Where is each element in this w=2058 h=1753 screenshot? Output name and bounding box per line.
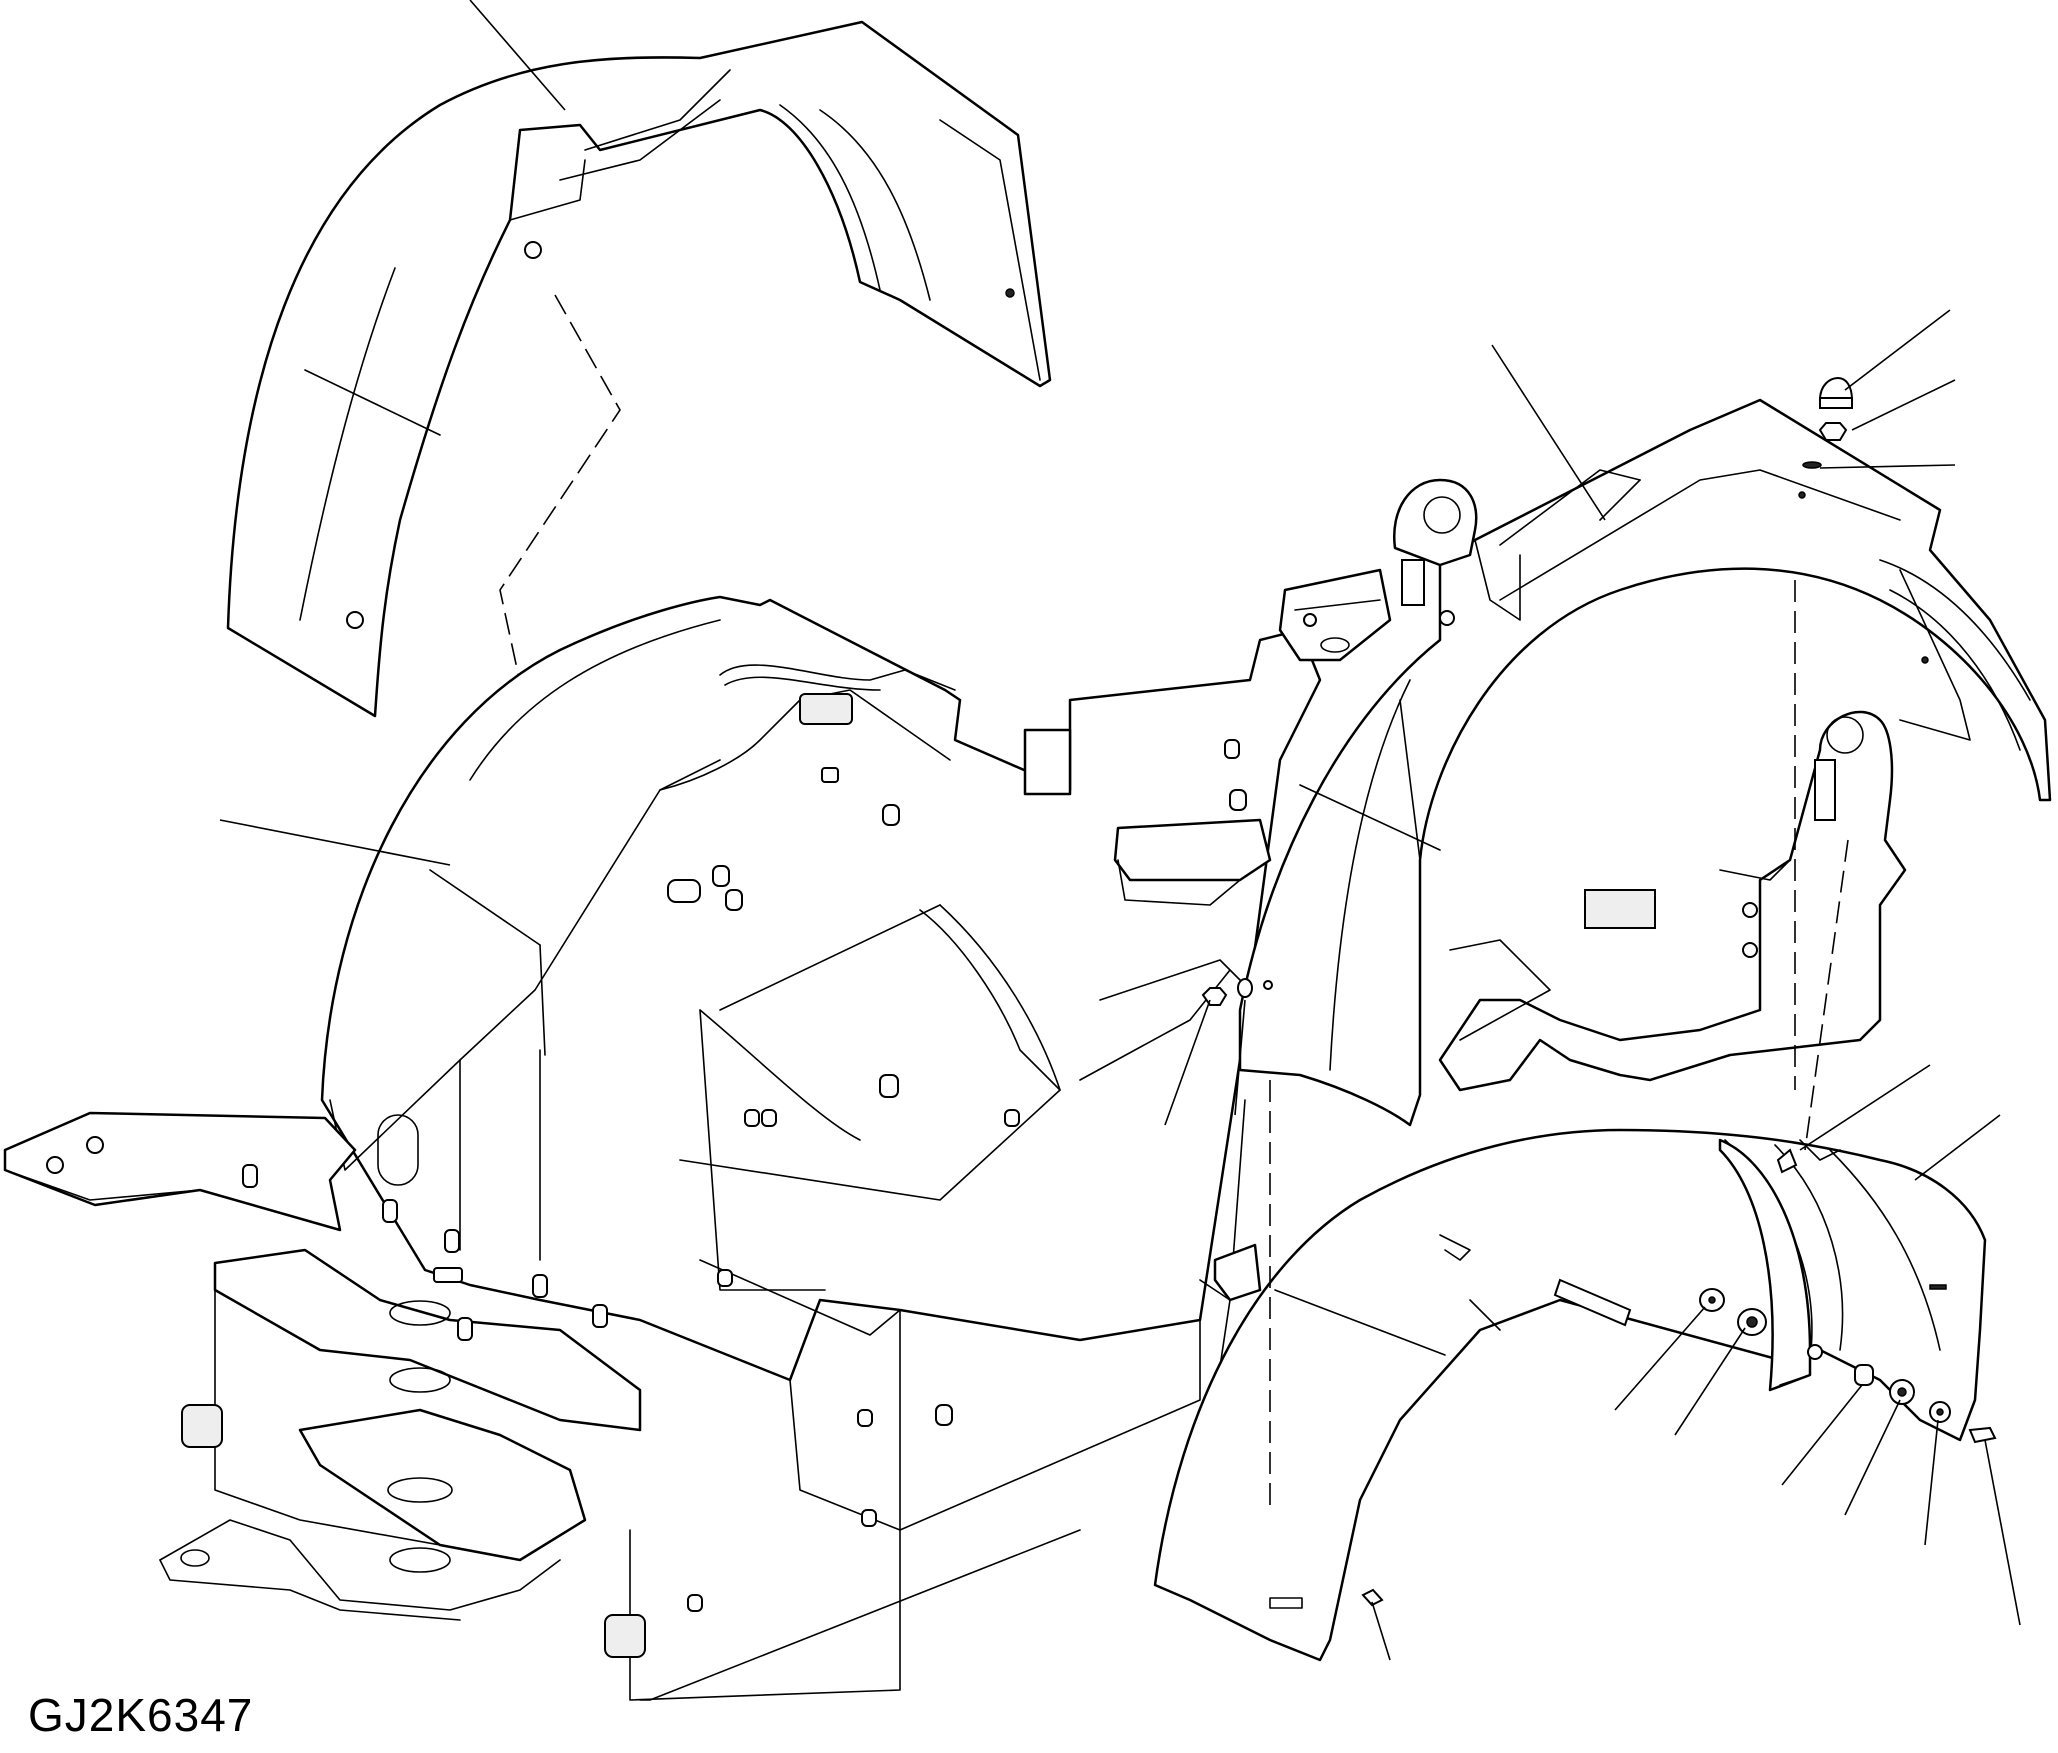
fastener-set-middle <box>1201 978 1273 1006</box>
bolt-icon <box>1439 610 1455 626</box>
right-frame-section <box>1278 568 1907 1092</box>
hole-icon <box>86 1136 104 1154</box>
right-fender-upper <box>1238 398 2052 1127</box>
fastener-set-lower <box>1361 1148 1997 1607</box>
bolt-icon <box>1968 1426 1997 1444</box>
cap-nut-base <box>1819 397 1853 409</box>
hole-icon <box>1005 288 1015 298</box>
mount-pad <box>799 693 853 725</box>
bracket-plate <box>1023 728 1072 796</box>
bolt-icon <box>1776 1148 1798 1174</box>
washer-icon <box>1237 978 1253 998</box>
lifting-eye <box>1392 478 1478 606</box>
drawing-code: GJ2K6347 <box>28 1689 254 1741</box>
lower-frame-side <box>1213 1243 1262 1302</box>
washer-icon <box>1263 980 1273 990</box>
nut-icon <box>1201 987 1228 1006</box>
leader-lines <box>219 0 2021 1661</box>
alignment-line <box>1804 839 1849 1151</box>
nut-icon <box>1818 422 1848 441</box>
main-frame <box>3 595 1322 1701</box>
hole-icon <box>46 1156 64 1174</box>
mount-pad <box>1584 889 1656 929</box>
bolt-icon <box>346 611 364 629</box>
bolt-icon <box>1361 1588 1384 1607</box>
spacer-icon <box>1854 1364 1874 1386</box>
fastener-stack-top <box>1802 376 1854 469</box>
washer-icon <box>1802 461 1822 469</box>
left-fender-upper <box>226 20 1052 718</box>
rubber-mount <box>181 1404 223 1448</box>
bolt-icon <box>524 241 542 259</box>
cap-nut-icon <box>1818 376 1854 401</box>
rubber-mount <box>604 1614 646 1658</box>
right-fender-lower <box>1153 1128 1987 1662</box>
frame-posts <box>242 739 1247 1612</box>
